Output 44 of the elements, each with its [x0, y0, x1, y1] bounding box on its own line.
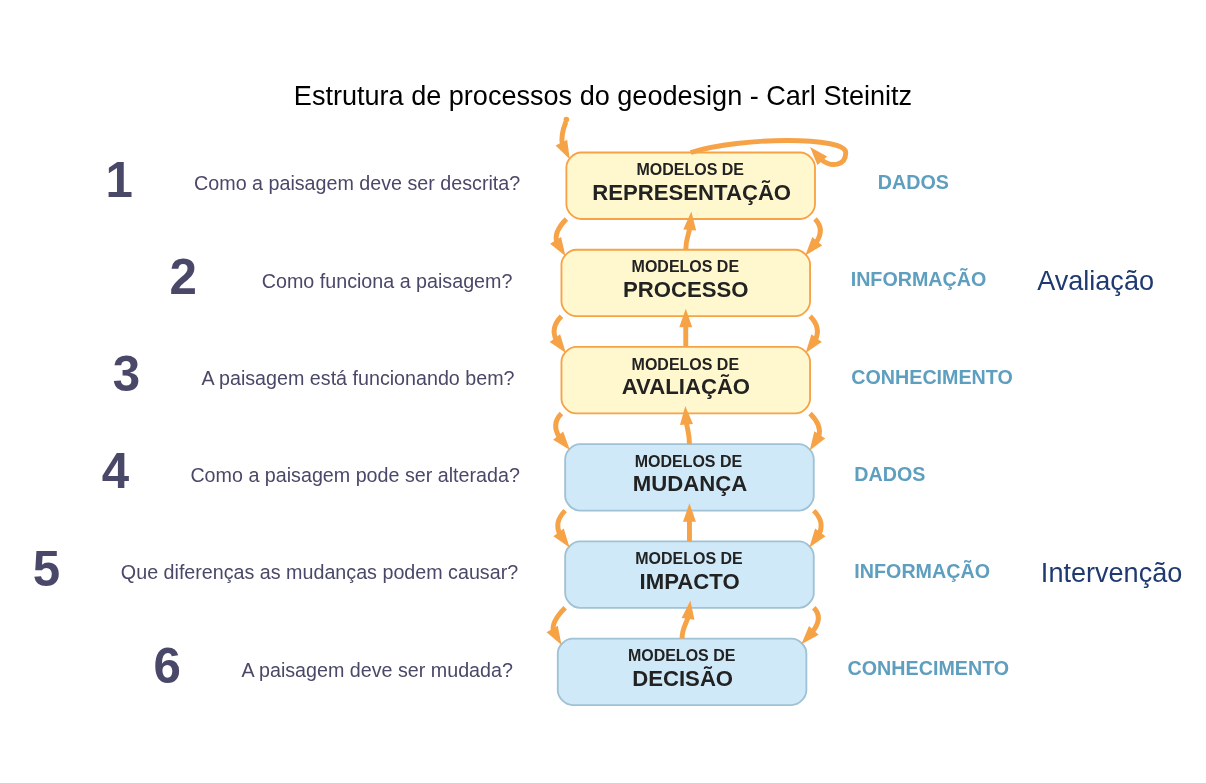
label: INFORMAÇÃO	[854, 560, 990, 583]
label: Avaliação	[1037, 264, 1155, 296]
label: Que diferenças as mudanças podem causar?	[120, 561, 519, 584]
label: CONHECIMENTO	[847, 657, 1010, 680]
label: Como a paisagem deve ser descrita?	[194, 172, 521, 195]
label: DADOS	[877, 171, 949, 194]
label: Intervenção	[1040, 556, 1183, 588]
node-box: MODELOS DE PROCESSO	[560, 248, 811, 318]
arrow	[679, 308, 693, 347]
arrow	[553, 411, 570, 450]
node-box: MODELOS DE AVALIAÇÃO	[560, 346, 811, 415]
label: A paisagem deve ser mudada?	[241, 658, 513, 681]
arrow	[546, 606, 567, 646]
arrow	[805, 314, 822, 353]
arrow	[555, 120, 570, 160]
diagram-title: Estrutura de processos do geodesign - Carl Steinitz	[293, 79, 913, 111]
node-box: MODELOS DE MUDANÇA	[564, 443, 815, 512]
arrow	[808, 411, 826, 451]
arrow	[805, 217, 823, 256]
node-box: MODELOS DE REPRESENTAÇÃO	[565, 151, 816, 220]
arrow	[679, 600, 695, 639]
label: Como a paisagem pode ser alterada?	[190, 464, 520, 487]
arrow	[680, 405, 693, 445]
label: 1	[105, 151, 133, 207]
label: 6	[153, 637, 181, 693]
label: Como funciona a paisagem?	[261, 269, 513, 292]
arrow	[690, 138, 849, 167]
arrow	[682, 503, 696, 542]
label: 4	[101, 443, 130, 499]
node-box: MODELOS DE IMPACTO	[564, 540, 815, 609]
arrow	[549, 314, 566, 353]
arrow	[550, 217, 569, 257]
arrow	[683, 211, 697, 250]
label: INFORMAÇÃO	[850, 268, 987, 291]
arrow	[801, 606, 821, 645]
node-box: MODELOS DE DECISÃO	[556, 637, 808, 706]
arrow	[553, 508, 570, 548]
arrow	[809, 508, 826, 548]
label: 5	[32, 540, 61, 596]
label: CONHECIMENTO	[851, 365, 1013, 388]
label: 3	[112, 346, 141, 402]
label: A paisagem está funcionando bem?	[201, 366, 515, 389]
label: 2	[169, 249, 197, 305]
label: DADOS	[854, 462, 926, 485]
